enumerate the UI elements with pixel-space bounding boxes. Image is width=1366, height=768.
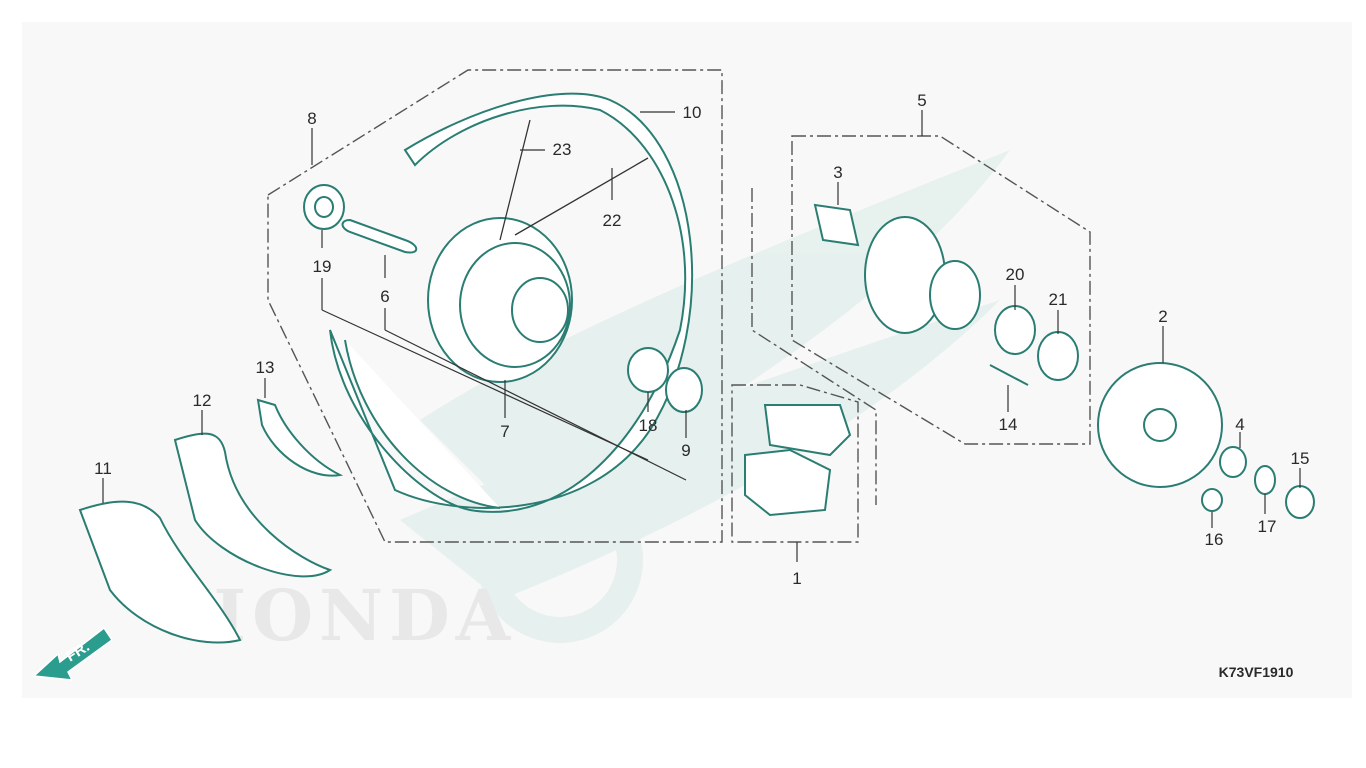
callout-19: 19 xyxy=(313,257,332,276)
callout-15: 15 xyxy=(1291,449,1310,468)
axle-sleeve-6 xyxy=(341,218,418,254)
callout-4: 4 xyxy=(1235,415,1244,434)
leader-lines xyxy=(102,110,1301,562)
hub-group-outline xyxy=(791,135,1091,445)
callout-17: 17 xyxy=(1258,517,1277,536)
washer-17 xyxy=(1254,465,1276,495)
callout-labels: 1 2 3 4 5 6 7 8 9 10 11 12 13 14 15 16 1… xyxy=(94,91,1309,588)
bearing-18 xyxy=(627,347,669,393)
callout-10: 10 xyxy=(683,103,702,122)
tube-12 xyxy=(173,432,333,578)
bearing-19-bore xyxy=(314,196,334,218)
bearing-20 xyxy=(994,305,1036,355)
callout-21: 21 xyxy=(1049,290,1068,309)
callout-8: 8 xyxy=(307,109,316,128)
rim-band-13 xyxy=(256,398,344,477)
honda-watermark: HONDA xyxy=(180,150,1010,657)
callout-1: 1 xyxy=(792,569,801,588)
callout-9: 9 xyxy=(681,441,690,460)
watermark-text: HONDA xyxy=(180,574,516,657)
callout-22: 22 xyxy=(603,211,622,230)
wheel-rim xyxy=(329,92,693,513)
stud-14 xyxy=(989,364,1029,386)
driven-flange-bore xyxy=(929,260,981,330)
drawing-code: K73VF1910 xyxy=(1219,664,1294,680)
arrow-down-left-icon: FR. xyxy=(32,626,114,681)
callout-18: 18 xyxy=(639,416,658,435)
callout-2: 2 xyxy=(1158,307,1167,326)
callout-7: 7 xyxy=(500,422,509,441)
callout-12: 12 xyxy=(193,391,212,410)
oil-seal-21 xyxy=(1037,331,1079,381)
wheel-group-outline xyxy=(267,69,723,543)
callout-14: 14 xyxy=(999,415,1018,434)
callout-5: 5 xyxy=(917,91,926,110)
callout-6: 6 xyxy=(380,287,389,306)
nut-15 xyxy=(1285,485,1315,519)
callout-16: 16 xyxy=(1205,530,1224,549)
driven-flange xyxy=(864,216,946,334)
hub-group-outline-2 xyxy=(751,188,877,505)
callout-11: 11 xyxy=(94,459,112,478)
callout-23: 23 xyxy=(553,140,572,159)
collar-4 xyxy=(1219,446,1247,478)
damper-group-outline xyxy=(731,384,859,543)
wheel-hub xyxy=(427,217,573,383)
spoke-lines xyxy=(499,119,649,241)
callout-3: 3 xyxy=(833,163,842,182)
callout-20: 20 xyxy=(1006,265,1025,284)
tire-11 xyxy=(78,500,242,644)
callout-13: 13 xyxy=(256,358,275,377)
damper-rubbers-1 xyxy=(744,404,852,517)
sprocket-bore xyxy=(1143,408,1177,442)
o-ring-9 xyxy=(665,367,703,413)
collar-3 xyxy=(813,203,860,247)
nut-16 xyxy=(1201,488,1223,512)
